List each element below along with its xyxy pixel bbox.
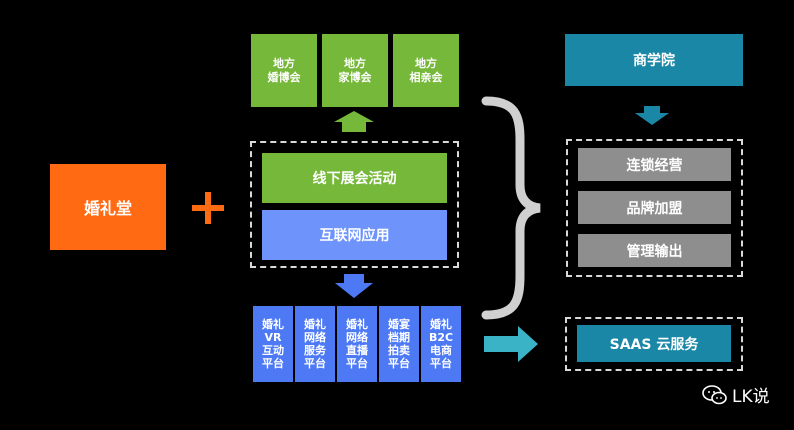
brand-franchise-box: 品牌加盟 <box>578 191 731 224</box>
platform-line: 平台 <box>346 357 368 370</box>
right-arrow-icon <box>484 326 538 362</box>
platform-box: 婚礼 VR 互动 平台 <box>253 306 293 382</box>
label-line2: 家博会 <box>338 70 372 84</box>
platform-line: 婚礼 <box>304 318 326 331</box>
platform-line: VR <box>264 331 282 344</box>
platform-box: 婚礼 B2C 电商 平台 <box>421 306 461 382</box>
platform-box: 婚礼 网络 服务 平台 <box>295 306 335 382</box>
platform-line: 婚礼 <box>262 318 284 331</box>
platform-line: B2C <box>428 331 454 344</box>
wedding-hall-label: 婚礼堂 <box>83 199 132 218</box>
saas-label: SAAS 云服务 <box>609 336 699 353</box>
down-arrow-icon <box>335 274 373 298</box>
brace-icon <box>481 96 541 320</box>
label-line1: 地方 <box>344 56 366 70</box>
local-matchmaking-event: 地方 相亲会 <box>393 34 459 107</box>
label-line2: 婚博会 <box>267 70 301 84</box>
management-output-label: 管理输出 <box>626 243 683 260</box>
platform-line: 婚礼 <box>430 318 452 331</box>
internet-app-box: 互联网应用 <box>262 210 447 260</box>
middle-group-frame <box>250 141 459 268</box>
down-arrow-icon <box>635 106 669 125</box>
brand-franchise-label: 品牌加盟 <box>626 200 683 217</box>
business-school-label: 商学院 <box>633 53 675 69</box>
label-line1: 地方 <box>273 56 295 70</box>
platform-box: 婚礼 网络 直播 平台 <box>337 306 377 382</box>
platform-line: 网络 <box>346 331 368 344</box>
label-line1: 地方 <box>415 56 437 70</box>
plus-icon <box>188 188 228 228</box>
platform-line: 服务 <box>304 344 326 357</box>
label-line2: 相亲会 <box>409 70 443 84</box>
right-group-frame <box>566 139 743 277</box>
platform-line: 平台 <box>262 357 284 370</box>
platform-line: 档期 <box>388 331 410 344</box>
local-wedding-expo: 地方 婚博会 <box>251 34 317 107</box>
local-home-expo: 地方 家博会 <box>322 34 388 107</box>
internet-app-label: 互联网应用 <box>319 228 390 244</box>
platform-line: 婚宴 <box>388 318 410 331</box>
platform-line: 平台 <box>430 357 452 370</box>
platform-line: 平台 <box>304 357 326 370</box>
platform-line: 网络 <box>304 331 326 344</box>
platform-line: 拍卖 <box>388 344 410 357</box>
chain-operation-box: 连锁经营 <box>578 148 731 181</box>
offline-expo-label: 线下展会活动 <box>312 171 397 187</box>
saas-box: SAAS 云服务 <box>577 325 731 362</box>
platform-box: 婚宴 档期 拍卖 平台 <box>379 306 419 382</box>
platform-line: 直播 <box>346 344 368 357</box>
platform-line: 平台 <box>388 357 410 370</box>
platform-line: 婚礼 <box>346 318 368 331</box>
wedding-hall-box: 婚礼堂 <box>50 164 166 250</box>
platform-line: 互动 <box>262 344 284 357</box>
platform-line: 电商 <box>430 344 452 357</box>
chain-operation-label: 连锁经营 <box>626 157 683 174</box>
wechat-icon <box>702 384 727 404</box>
offline-expo-box: 线下展会活动 <box>262 153 447 203</box>
saas-frame <box>565 317 743 371</box>
watermark-label: LK说 <box>732 387 770 407</box>
up-arrow-icon <box>334 111 374 132</box>
watermark: LK说 <box>702 382 770 407</box>
business-school-box: 商学院 <box>565 34 743 86</box>
management-output-box: 管理输出 <box>578 234 731 267</box>
